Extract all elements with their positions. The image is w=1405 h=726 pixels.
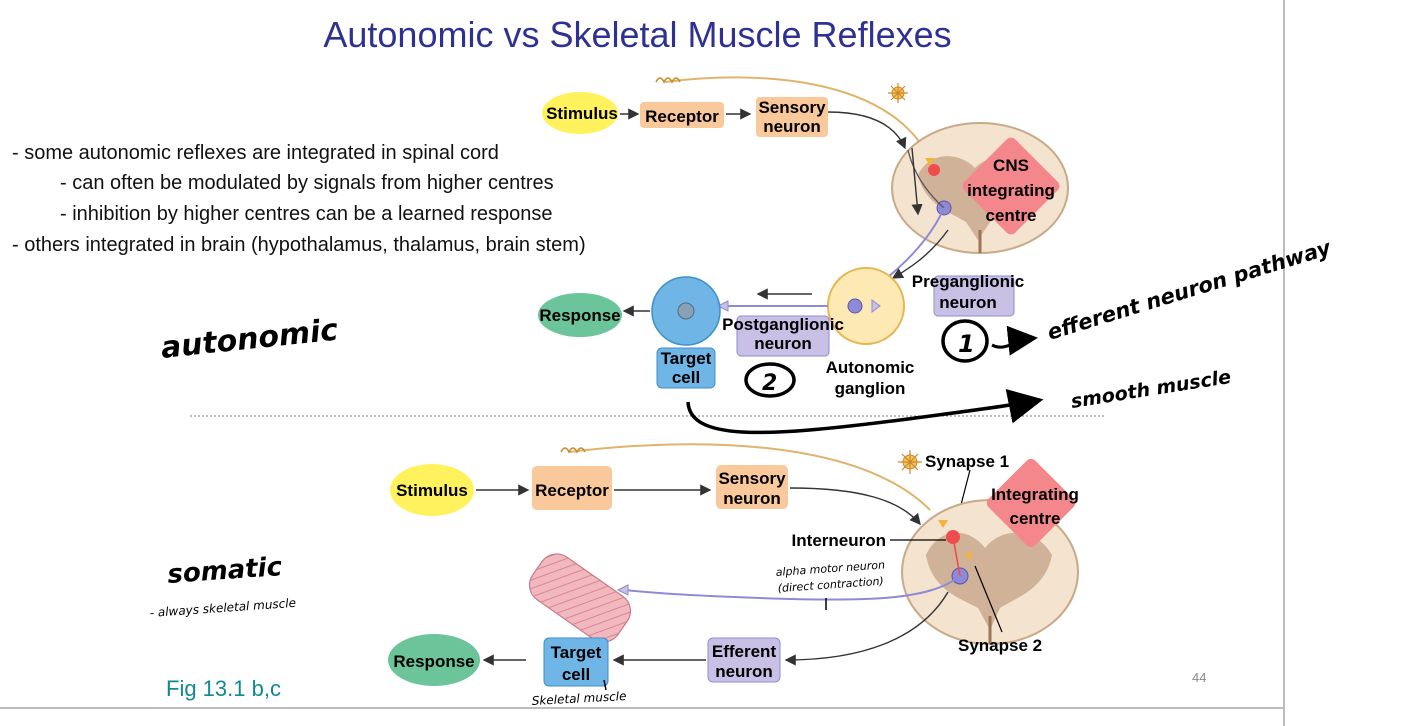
som-sensory-label-2: neuron <box>723 489 781 508</box>
page-number: 44 <box>1192 670 1207 685</box>
auto-postganglionic-label-2: neuron <box>754 334 812 353</box>
som-stimulus-label: Stimulus <box>396 481 468 500</box>
som-integrating-diamond <box>986 458 1076 548</box>
auto-response <box>538 293 622 337</box>
auto-receptor-coil-icon <box>655 77 681 84</box>
auto-stimulus-label: Stimulus <box>546 104 618 123</box>
auto-postganglionic-neuron <box>736 315 830 357</box>
auto-sensory-cell-icon <box>888 83 908 103</box>
auto-sensory-label-2: neuron <box>763 117 821 136</box>
auto-postganglionic-label-1: Postganglionic <box>722 315 844 334</box>
som-target-label-2: cell <box>562 665 590 684</box>
auto-cns-label-2: integrating <box>967 181 1055 200</box>
auto-preganglionic-label-1: Preganglionic <box>912 272 1024 291</box>
bullet-2: - can often be modulated by signals from… <box>60 172 554 194</box>
auto-ganglion-label-2: ganglion <box>835 379 906 398</box>
auto-cns-label-1: CNS <box>993 156 1029 175</box>
som-efferent-label-1: Efferent <box>712 642 777 661</box>
auto-synapse-icon <box>925 158 935 166</box>
auto-sensory-label-1: Sensory <box>758 98 826 117</box>
annotation-autonomic: autonomic <box>159 313 340 366</box>
annotation-somatic: somatic <box>166 552 283 590</box>
slide-title: Autonomic vs Skeletal Muscle Reflexes <box>323 14 952 55</box>
som-stimulus <box>390 464 474 516</box>
som-sensory-neuron <box>716 465 788 509</box>
som-efferent-label-2: neuron <box>715 662 773 681</box>
som-integrating-label-2: centre <box>1009 509 1060 528</box>
autonomic-diagram: CNS integrating centre Stimulus Receptor… <box>538 76 1069 398</box>
auto-cns-label-3: centre <box>985 206 1036 225</box>
slide-edge-right <box>1283 0 1285 726</box>
som-integrating-label-1: Integrating <box>991 485 1079 504</box>
auto-response-label: Response <box>539 306 620 325</box>
auto-target-label-2: cell <box>672 368 700 387</box>
bullet-3: - inhibition by higher centres can be a … <box>60 203 553 225</box>
som-response <box>388 634 480 686</box>
somatic-diagram: Synapse 1 Integrating centre Interneuron… <box>388 443 1079 687</box>
auto-stimulus <box>542 92 618 134</box>
som-sensory-fiber <box>569 443 931 511</box>
annotation-circle-1-label: 1 <box>958 330 975 358</box>
auto-receptor <box>640 102 724 128</box>
som-synapse1-label: Synapse 1 <box>925 452 1009 471</box>
som-receptor-label: Receptor <box>535 481 609 500</box>
som-target-cell <box>543 637 609 687</box>
auto-ganglion-cell-icon <box>847 298 863 314</box>
auto-preganglionic-neuron <box>933 275 1015 317</box>
annotation-target-arrow <box>686 389 1044 435</box>
annotation-smooth-muscle: smooth muscle <box>1069 366 1232 413</box>
som-sensory-label-1: Sensory <box>718 469 786 488</box>
annotation-circle-2 <box>744 362 796 398</box>
annotation-circle-1 <box>941 319 989 363</box>
som-efferent-fiber <box>624 575 961 601</box>
annotation-circle-2-label: 2 <box>762 371 777 396</box>
auto-sensory-fiber <box>664 76 926 151</box>
som-target-label-1: Target <box>551 643 602 662</box>
auto-sensory-neuron <box>756 97 828 137</box>
som-sensory-cell-icon <box>898 450 922 474</box>
som-skeletal-muscle-icon <box>528 553 632 643</box>
auto-ganglion-label-1: Autonomic <box>826 358 915 377</box>
som-interneuron-label: Interneuron <box>792 531 886 550</box>
annotation-skeletal-muscle: Skeletal muscle <box>531 689 626 708</box>
auto-receptor-label: Receptor <box>645 107 719 126</box>
auto-target-cell <box>656 347 716 389</box>
auto-cns-diamond <box>962 137 1060 235</box>
som-receptor-coil-icon <box>560 447 586 454</box>
bullet-1: - some autonomic reflexes are integrated… <box>12 142 499 164</box>
auto-preganglionic-label-2: neuron <box>939 293 997 312</box>
auto-target-label-1: Target <box>661 349 712 368</box>
som-receptor <box>532 466 612 510</box>
som-efferent-neuron <box>707 637 781 683</box>
som-synapse2-label: Synapse 2 <box>958 636 1042 655</box>
annotation-somatic-note: - always skeletal muscle <box>149 596 296 620</box>
som-response-label: Response <box>393 652 474 671</box>
annotation-efferent-pathway: efferent neuron pathway <box>1044 235 1334 345</box>
bullet-4: - others integrated in brain (hypothalam… <box>12 234 586 256</box>
slide-edge-bottom <box>0 707 1285 709</box>
auto-interneuron-icon <box>928 164 940 176</box>
figure-caption: Fig 13.1 b,c <box>166 676 281 701</box>
